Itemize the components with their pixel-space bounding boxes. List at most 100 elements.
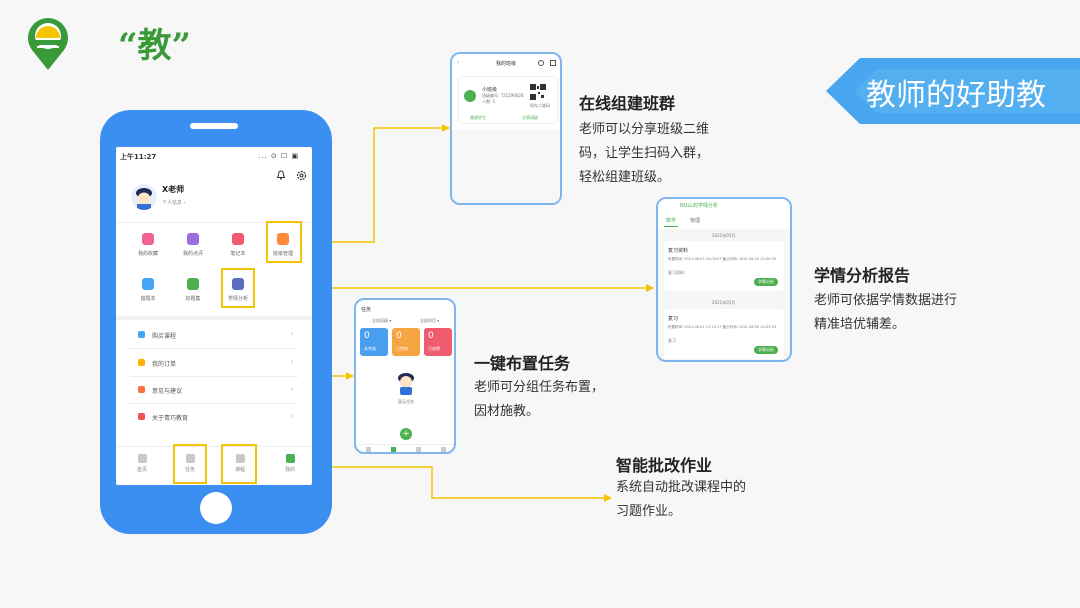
divider [130,348,298,349]
share-class-button[interactable]: 分享班级 [522,115,538,120]
qr-code-icon[interactable] [530,84,546,100]
section-title: “教” [118,26,192,66]
grid-item[interactable]: 班级管理 [263,233,303,257]
menu-item[interactable]: 购买课程› [130,328,298,342]
feature-desc-line: 老师可分组任务布置， [474,380,605,395]
feature-desc-line: 因材施教。 [474,404,540,419]
class-filter[interactable]: 全部班级 ▾ [372,318,392,323]
feature-title-grading: 智能批改作业 [616,456,713,475]
feature-desc-line: 轻松组建班级。 [579,170,671,185]
class-card: 我的班级 ‹ 小班级 班级编号: 725296628 人数: 1 保存二维码 邀… [450,52,562,205]
highlight-course-tab [221,444,257,484]
class-name: 小班级 [482,87,498,93]
report-title: NULL的学情分析 [680,203,718,209]
grid-item-icon [232,278,244,290]
tab-icon [185,454,195,463]
profile-link[interactable]: 个人信息 › [162,200,186,206]
report-item-2-meta: 布置时间: 2021-06-01 17:13:17 截止时间: 2021-06-… [668,325,777,329]
menu-item[interactable]: 我的订单› [130,356,298,370]
chevron-right-icon: › [290,411,294,420]
feature-desc-grading: 系统自动批改课程中的习题作业。 [616,476,746,524]
menu-item-icon [138,359,145,366]
grid-item[interactable]: 我的收藏 [128,233,168,257]
menu-item-label: 购买课程 [152,333,177,340]
tab-icon [137,454,147,463]
task-stat-value: 0 [428,331,434,341]
list-icon[interactable] [550,60,556,66]
report-item-2-tag: 复习 [668,338,676,343]
report-date-1: 2021年05月 [712,233,736,238]
menu-item-icon [138,386,145,393]
feature-desc-line: 系统自动批改课程中的 [616,480,747,495]
highlight-learning-analysis [221,268,255,308]
report-item-2-button[interactable]: 学情分析 [754,346,778,354]
tab-item[interactable]: 任务 [178,454,202,473]
connector-grading [258,466,606,499]
back-icon[interactable]: ‹ [457,59,460,66]
invite-students-button[interactable]: 邀请学生 [470,115,486,120]
feature-desc-report: 老师可依据学情数据进行精准培优辅差。 [814,289,957,337]
bell-icon[interactable] [276,170,286,180]
status-time: 上午11:27 [120,153,157,161]
report-item-2-title: 复习 [668,316,679,322]
tab-indicator [664,226,678,227]
subject-filter[interactable]: 全部科目 ▾ [420,318,440,323]
phone-home-button[interactable] [200,492,232,524]
divider [356,444,454,445]
tab-item[interactable]: 首页 [130,454,154,473]
banner-title: 教师的好助教 [866,78,1046,113]
menu-item[interactable]: 关于青巧教育 › [130,410,298,424]
menu-item-icon [138,331,145,338]
grid-item-label: 错题本 [140,296,156,302]
status-icons: ... ⊙ ☐ ▣ [258,152,300,160]
class-logo-icon [464,90,476,102]
class-members: 人数: 1 [482,99,496,104]
menu-item[interactable]: 意见与建议› [130,383,298,397]
tab-course-icon[interactable] [416,447,421,452]
tab-item[interactable]: 课程 [228,454,252,473]
tab-label: 任务 [184,467,195,473]
highlight-class-management [266,221,302,263]
add-task-button[interactable]: + [400,428,412,440]
tab-me-icon[interactable] [441,447,446,452]
grid-item[interactable]: 错题本 [128,278,168,302]
tab-home-icon[interactable] [366,447,371,452]
qr-caption: 保存二维码 [530,103,550,108]
tab-label: 首页 [136,467,147,473]
class-code: 班级编号: 725296628 [482,93,524,98]
menu-item-icon [138,413,145,420]
feature-desc-line: 精准培优辅差。 [814,317,906,332]
logo-icon [28,18,68,70]
tab-task-icon[interactable] [391,447,396,452]
feature-desc-line: 老师可以分享班级二维 [579,122,710,137]
report-item-1-button[interactable]: 学情分析 [754,278,778,286]
gear-icon[interactable] [296,170,307,181]
grid-item-label: 好题集 [185,296,201,302]
clock-icon[interactable] [538,60,544,66]
tab-math[interactable]: 数学 [666,218,677,224]
grid-item[interactable]: 好题集 [173,278,213,302]
menu-item-label: 关于青巧教育 [152,415,189,422]
chevron-right-icon: › [290,384,294,393]
phone-speaker [190,123,238,129]
report-header [658,199,790,211]
chevron-right-icon: › [290,357,294,366]
task-stat-label: 未完成 [364,346,376,351]
task-stat-label: 已完成 [396,346,408,351]
grid-item[interactable]: 笔记本 [218,233,258,257]
feature-desc-line: 码，让学生扫码入群， [579,146,710,161]
avatar[interactable] [131,184,157,210]
task-stat-value: 0 [364,331,370,341]
tab-label: 课程 [234,467,245,473]
grid-item[interactable]: 学情分析 [218,278,258,302]
grid-item-icon [142,278,154,290]
task-stat-card[interactable]: 0 未完成 [360,328,388,356]
report-date-2: 2021年05月 [712,300,736,305]
tab-item[interactable]: 我的 [278,454,302,473]
divider [116,316,312,320]
tab-physics[interactable]: 物理 [690,218,701,224]
grid-item[interactable]: 我的点评 [173,233,213,257]
grid-item-icon [187,233,199,245]
